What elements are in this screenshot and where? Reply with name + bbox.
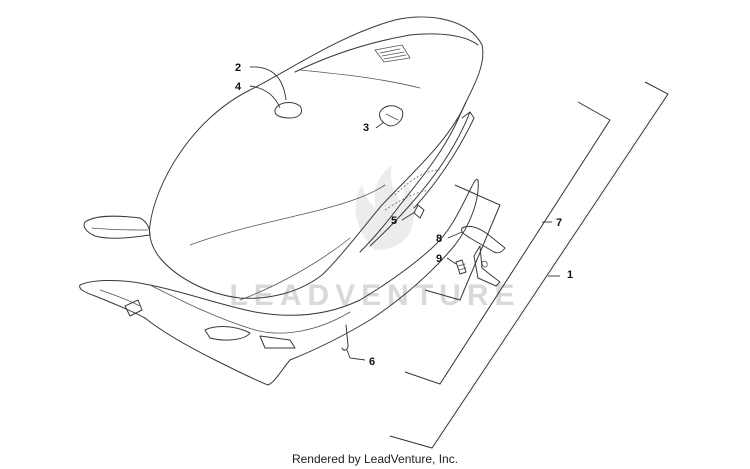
watermark: LEADVENTURE (229, 165, 520, 312)
part-pin (341, 324, 349, 351)
callout-7: 7 (556, 217, 562, 229)
seat-base-tab (124, 299, 143, 317)
part-grip (379, 105, 404, 127)
part-pad (274, 102, 303, 119)
callout-4: 4 (235, 81, 242, 93)
part-clip (413, 204, 425, 219)
callout-3: 3 (363, 122, 369, 134)
callout-labels: 1 2 3 4 5 6 7 8 9 (235, 62, 573, 368)
footer-credit: Rendered by LeadVenture, Inc. (291, 452, 459, 466)
bracket-1 (389, 81, 669, 449)
seat-base-slot (204, 326, 251, 341)
seat-side-stitch (239, 237, 351, 301)
part-fastener (455, 259, 467, 275)
callout-8: 8 (436, 233, 442, 245)
seat-stitch-line (189, 184, 386, 246)
seat-side-panel (359, 101, 467, 253)
callout-9: 9 (436, 253, 442, 265)
callout-1: 1 (567, 269, 573, 281)
seat-base-inner (149, 284, 351, 334)
seat-rear-crease (299, 69, 421, 89)
part-bracket (461, 225, 506, 287)
watermark-text: LEADVENTURE (229, 279, 520, 312)
callout-6: 6 (369, 356, 375, 368)
callout-5: 5 (391, 215, 397, 227)
seat-logo-area (374, 44, 411, 63)
seat-base-pan (79, 179, 479, 386)
seat-cushion-outline (149, 16, 484, 299)
bracket-7 (404, 101, 611, 385)
callout-2: 2 (235, 62, 241, 74)
group-brackets (389, 81, 669, 449)
leader-lines (249, 66, 560, 361)
seat-rear-hump (294, 33, 479, 73)
watermark-flame-icon (355, 165, 415, 250)
seat-front-left-wing (83, 215, 151, 239)
bracket-sub (424, 184, 501, 301)
seat-body (79, 16, 484, 386)
